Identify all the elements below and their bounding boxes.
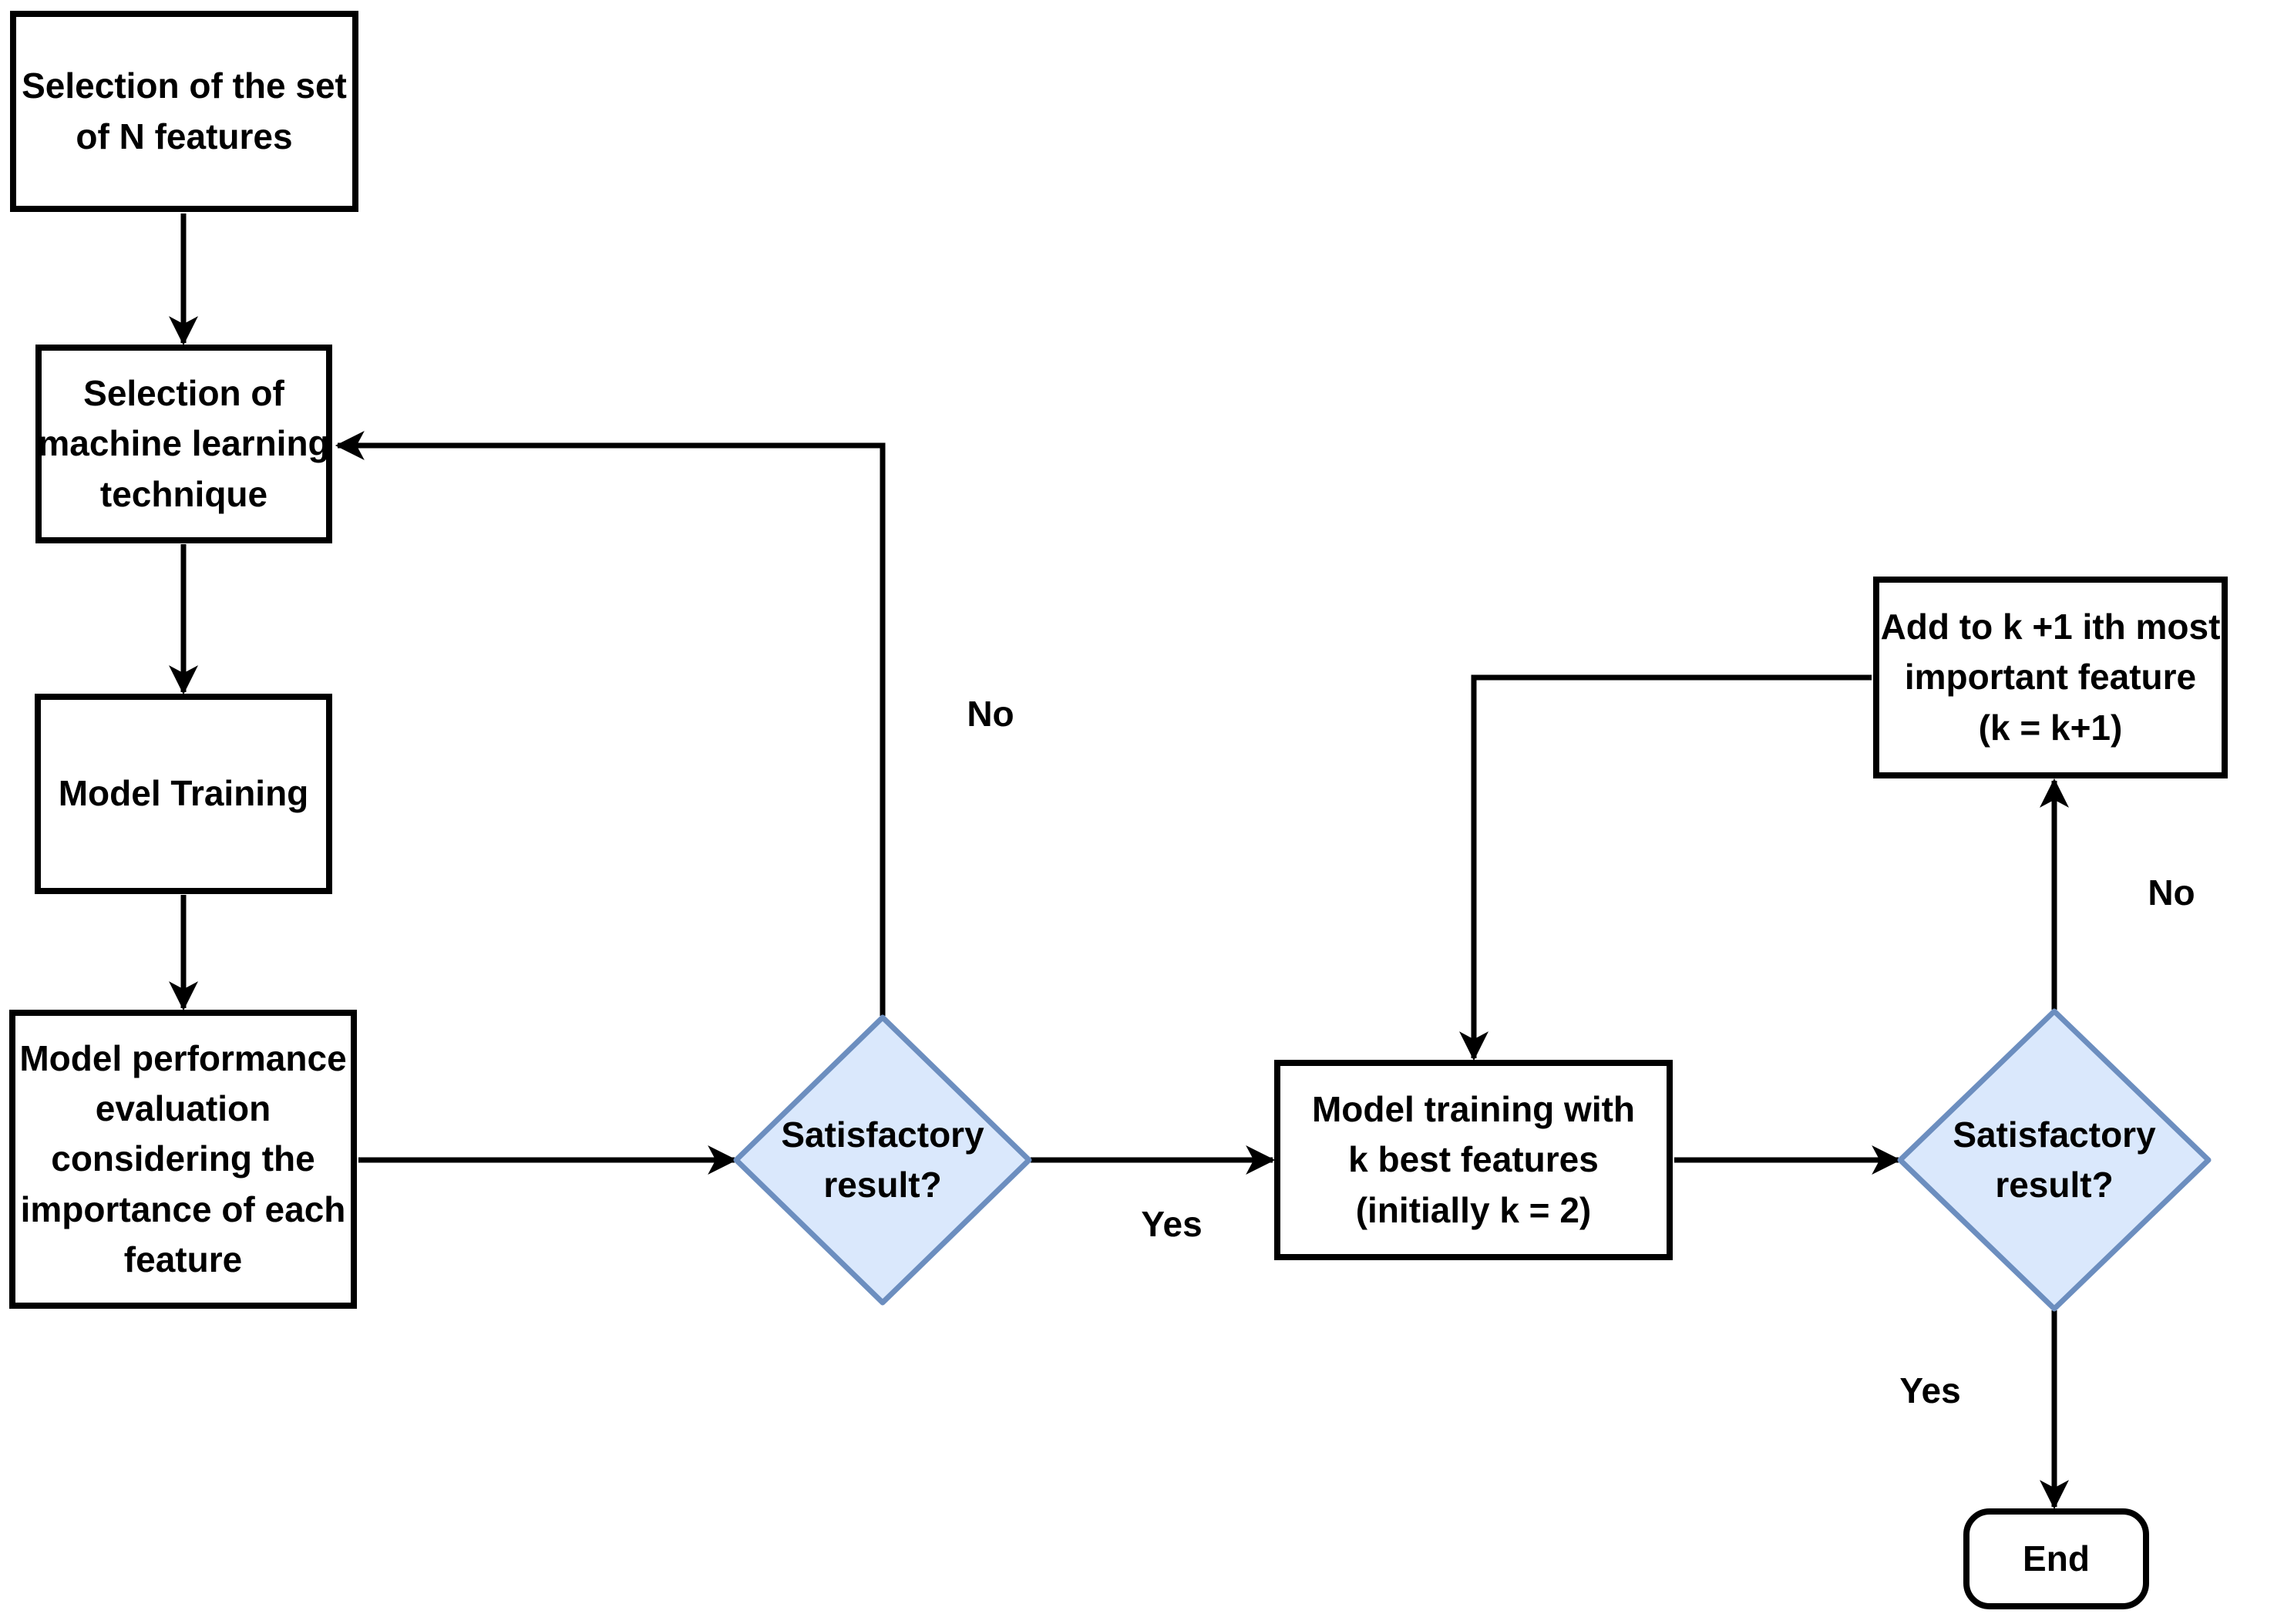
edge-label-yes-1: Yes — [1141, 1204, 1203, 1244]
edge-label-no-2: No — [2148, 873, 2195, 913]
decision-1-label: Satisfactory result? — [781, 1114, 984, 1205]
node-end: End — [1963, 1508, 2149, 1609]
node-model-training: Model Training — [35, 694, 332, 894]
node-select-features: Selection of the set of N features — [10, 11, 358, 212]
edge-label-yes-2: Yes — [1899, 1370, 1961, 1410]
edge-add-feature-loop-to-training-k-best — [1459, 674, 1872, 1061]
decision-2-diamond — [1897, 1008, 2212, 1312]
decision-1-diamond — [733, 1014, 1032, 1306]
edge-decision1-no-loop-to-select-ml — [335, 431, 886, 1016]
node-add-feature: Add to k +1 ith most important feature (… — [1873, 577, 2228, 778]
node-select-ml-technique: Selection of machine learning technique — [35, 345, 332, 543]
decision-2-label: Satisfactory result? — [1953, 1114, 2156, 1205]
node-training-k-best: Model training with k best features (ini… — [1274, 1060, 1673, 1260]
edge-label-no-1: No — [967, 694, 1014, 734]
node-model-evaluation: Model performance evaluation considering… — [9, 1010, 357, 1309]
